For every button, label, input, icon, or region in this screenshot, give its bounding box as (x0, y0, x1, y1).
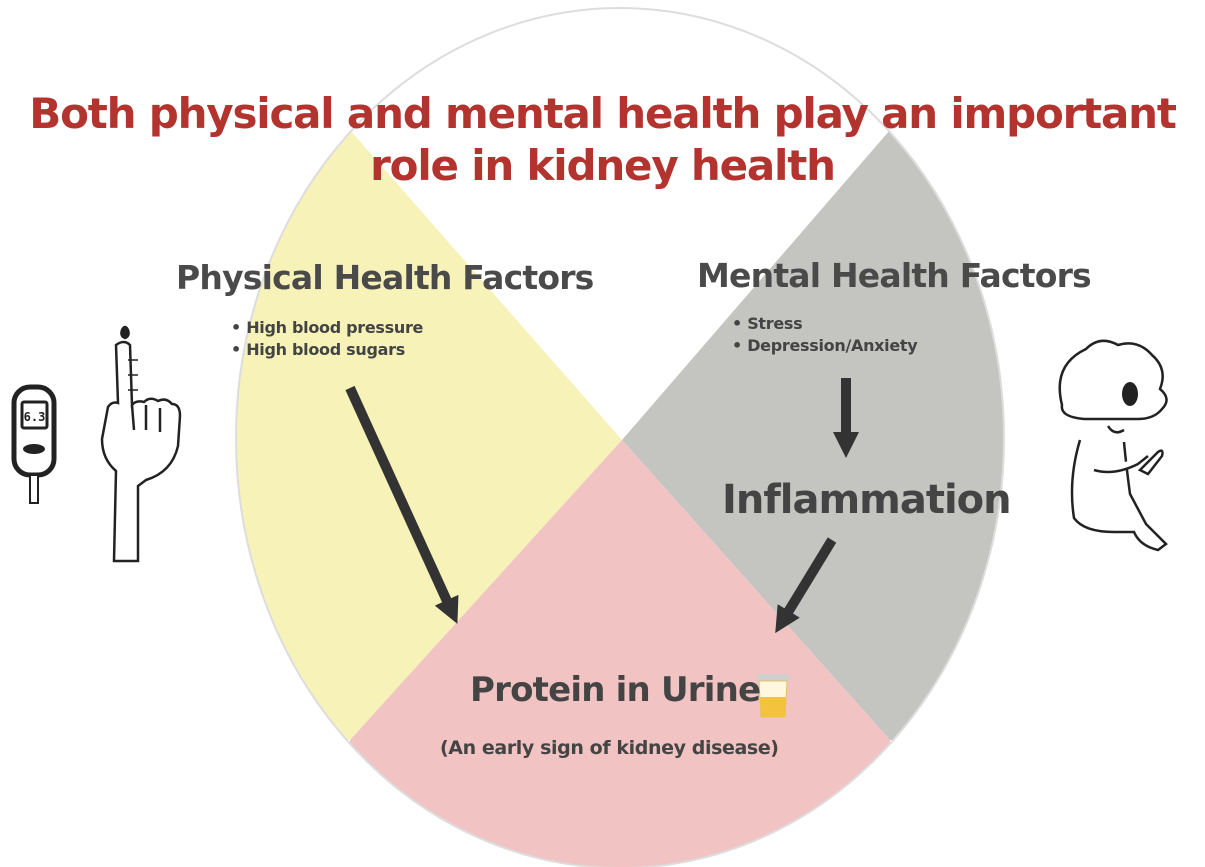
mental-factor-item: Stress (732, 313, 917, 335)
diagram-title: Both physical and mental health play an … (0, 88, 1205, 192)
finger-prick-icon (102, 327, 180, 561)
mental-factors-heading: Mental Health Factors (697, 256, 1091, 295)
physical-factors-heading: Physical Health Factors (176, 258, 594, 297)
mental-factor-item: Depression/Anxiety (732, 335, 917, 357)
outcome-label: Protein in Urine (470, 670, 760, 710)
physical-factor-item: High blood pressure (231, 317, 423, 339)
physical-factors-list: High blood pressure High blood sugars (231, 317, 423, 361)
glucose-meter-reading: 6.3 (24, 410, 46, 424)
physical-factor-item: High blood sugars (231, 339, 423, 361)
inflammation-label: Inflammation (722, 477, 1011, 523)
sitting-person-icon (1060, 341, 1167, 550)
outcome-sublabel: (An early sign of kidney disease) (440, 737, 779, 759)
urine-cup-icon (757, 674, 789, 717)
mental-factors-list: Stress Depression/Anxiety (732, 313, 917, 357)
glucose-meter-icon: 6.3 (14, 387, 54, 503)
